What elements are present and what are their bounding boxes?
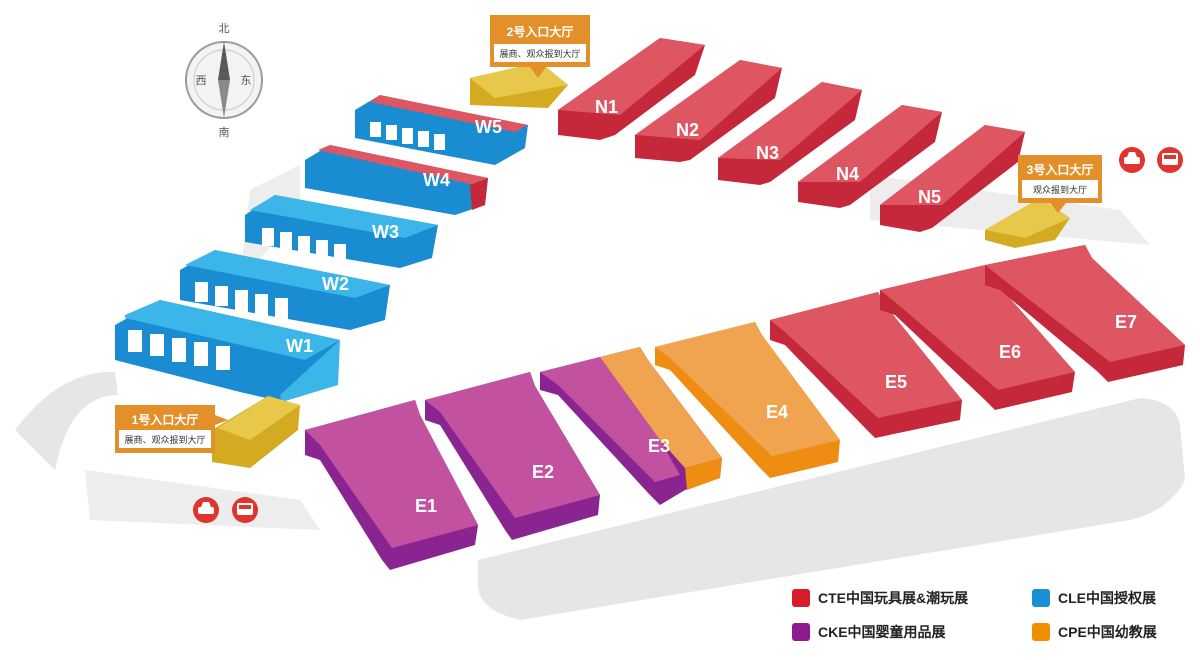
hall-W5[interactable]: W5 <box>355 95 528 165</box>
legend-item-cle: CLE中国授权展 <box>1032 588 1156 608</box>
entrance-3-title: 3号入口大厅 <box>1027 162 1094 177</box>
taxi-icon <box>193 497 219 523</box>
entrance-1-title: 1号入口大厅 <box>132 412 199 427</box>
legend-swatch-orange <box>1032 623 1050 641</box>
hall-label-N3: N3 <box>756 143 779 163</box>
hall-label-E6: E6 <box>999 342 1021 362</box>
road-south <box>478 398 1185 620</box>
legend-label-cpe: CPE中国幼教展 <box>1058 624 1157 640</box>
entrance-3-roof <box>985 198 1070 238</box>
hall-label-E5: E5 <box>885 372 907 392</box>
compass-east: 东 <box>241 74 252 87</box>
hall-label-W3: W3 <box>372 222 399 242</box>
entrance-1-label[interactable]: 1号入口大厅 展商、观众报到大厅 <box>115 405 228 453</box>
compass-south: 南 <box>219 126 230 139</box>
hall-N3[interactable]: N3 <box>718 82 862 185</box>
legend-item-cte: CTE中国玩具展&潮玩展 <box>792 588 968 608</box>
hall-label-E3: E3 <box>648 436 670 456</box>
bus-icon <box>1157 147 1183 173</box>
hall-label-W2: W2 <box>322 274 349 294</box>
legend-swatch-purple <box>792 623 810 641</box>
hall-label-N5: N5 <box>918 187 941 207</box>
hall-label-E7: E7 <box>1115 312 1137 332</box>
hall-E6[interactable]: E6 <box>880 265 1075 410</box>
hall-E3[interactable]: E3 <box>540 347 722 505</box>
entrance-1-roof <box>218 396 300 440</box>
hall-label-W5: W5 <box>475 117 502 137</box>
legend-item-cke: CKE中国婴童用品展 <box>792 622 946 642</box>
hall-label-N4: N4 <box>836 164 859 184</box>
legend-label-cke: CKE中国婴童用品展 <box>818 624 946 640</box>
legend-swatch-red <box>792 589 810 607</box>
hall-W4[interactable]: W4 <box>305 145 488 215</box>
hall-N5[interactable]: N5 <box>880 125 1025 232</box>
entrance-3-sub: 观众报到大厅 <box>1033 184 1087 195</box>
hall-label-W4: W4 <box>423 170 450 190</box>
hall-W3[interactable]: W3 <box>245 195 438 268</box>
hall-label-W1: W1 <box>286 336 313 356</box>
taxi-icon <box>1119 147 1145 173</box>
hall-E4[interactable]: E4 <box>655 322 840 478</box>
hall-N2[interactable]: N2 <box>635 60 782 162</box>
bus-icon <box>232 497 258 523</box>
entrance-2-sub: 展商、观众报到大厅 <box>499 48 580 59</box>
legend-label-cle: CLE中国授权展 <box>1058 590 1156 606</box>
compass-west: 西 <box>196 75 207 87</box>
compass-north: 北 <box>219 22 230 35</box>
hall-N1[interactable]: N1 <box>558 38 705 140</box>
entrance-2-roof <box>470 62 568 98</box>
legend-swatch-blue <box>1032 589 1050 607</box>
hall-label-E4: E4 <box>766 402 788 422</box>
compass-icon: 北 南 东 西 <box>185 22 263 139</box>
legend-label-cte: CTE中国玩具展&潮玩展 <box>818 590 969 606</box>
road-west-curve <box>15 371 118 470</box>
legend-item-cpe: CPE中国幼教展 <box>1032 622 1157 642</box>
hall-E7[interactable]: E7 <box>985 245 1185 382</box>
hall-label-N1: N1 <box>595 97 618 117</box>
entrance-2-title: 2号入口大厅 <box>507 24 574 39</box>
hall-E2[interactable]: E2 <box>425 372 600 540</box>
hall-W2[interactable]: W2 <box>180 250 390 330</box>
hall-N4[interactable]: N4 <box>798 105 942 208</box>
entrance-3-label[interactable]: 3号入口大厅 观众报到大厅 <box>1018 155 1102 213</box>
hall-W1[interactable]: W1 <box>115 300 340 402</box>
hall-label-N2: N2 <box>676 120 699 140</box>
entrance-2-label[interactable]: 2号入口大厅 展商、观众报到大厅 <box>490 15 590 78</box>
entrance-1-sub: 展商、观众报到大厅 <box>124 434 205 445</box>
hall-label-E2: E2 <box>532 462 554 482</box>
hall-E5[interactable]: E5 <box>770 292 962 438</box>
hall-label-E1: E1 <box>415 496 437 516</box>
hall-E1[interactable]: E1 <box>305 400 478 570</box>
